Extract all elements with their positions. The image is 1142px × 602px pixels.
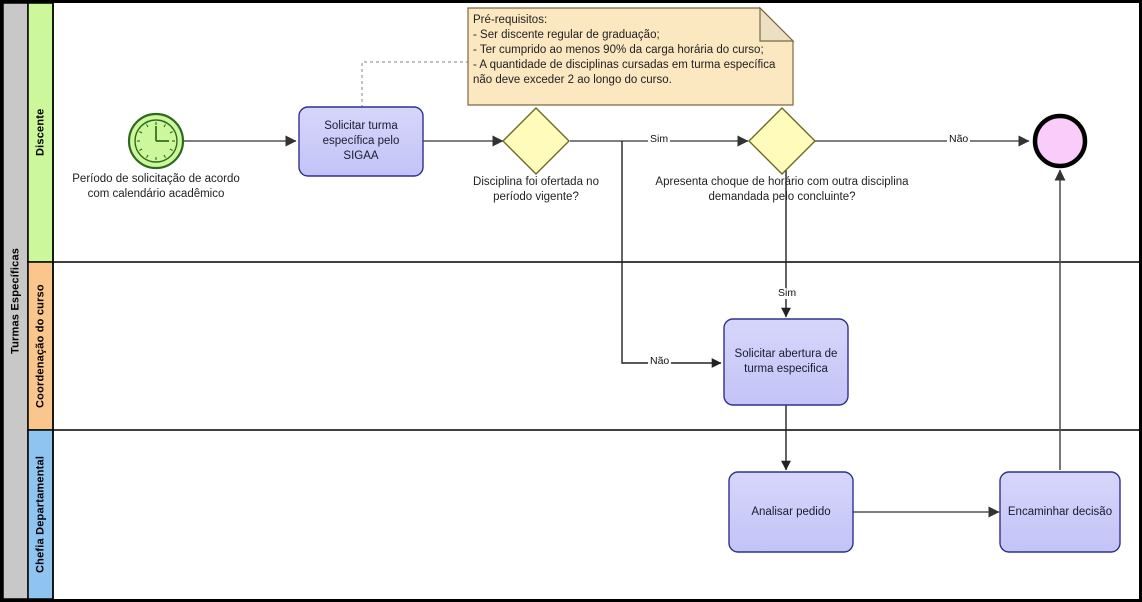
end-event-shape[interactable] — [1032, 113, 1088, 169]
gateway-ofertada-shape[interactable] — [502, 107, 570, 175]
note-folded-corner — [759, 6, 795, 42]
task-encaminhar-decisao-shape[interactable] — [999, 471, 1121, 553]
task-solicitar-abertura-shape[interactable] — [723, 318, 849, 406]
clock-icon — [137, 122, 175, 160]
lane-label-coordenacao: Coordenação do curso — [34, 284, 47, 408]
flow-ofertada-nao — [621, 141, 722, 368]
pool-label: Turmas Específicas — [9, 247, 22, 355]
pool-title-strip — [2, 2, 29, 600]
lane-label-discente: Discente — [34, 108, 47, 157]
lane-label-chefia: Chefia Departamental — [34, 455, 47, 574]
task-analisar-pedido-shape[interactable] — [728, 471, 854, 553]
note-shape — [467, 7, 794, 106]
gateway-choque-horario-shape[interactable] — [748, 107, 816, 175]
task-solicitar-turma-shape[interactable] — [298, 106, 424, 177]
lane-strip-chefia — [27, 429, 54, 600]
